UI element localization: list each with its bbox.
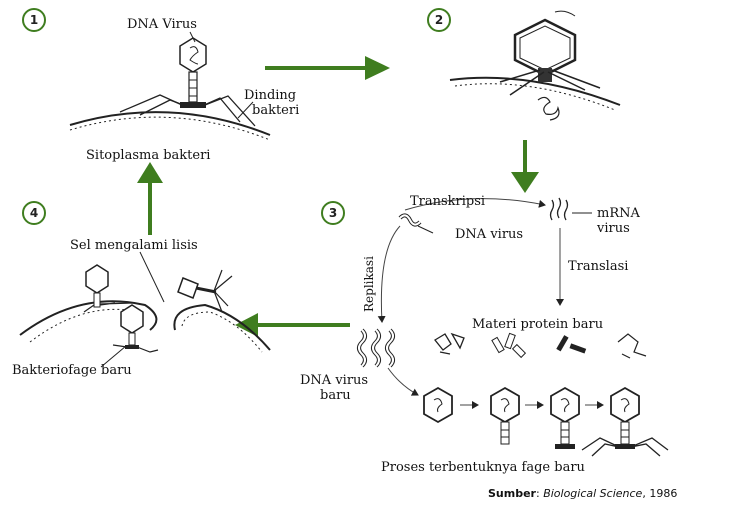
label-mrna: mRNA <box>597 206 640 221</box>
source-label: Sumber <box>488 487 536 500</box>
step-4-marker: 4 <box>22 201 46 225</box>
panel-4-lysis <box>19 251 271 368</box>
new-dna-strands <box>357 328 395 368</box>
lysed-cell-left <box>19 300 158 336</box>
lysed-cell-right <box>173 303 271 351</box>
arrow-2-to-3 <box>511 140 539 193</box>
label-translasi: Translasi <box>568 259 629 274</box>
source-credit: Sumber: Biological Science, 1986 <box>488 487 678 500</box>
phage-tail-1 <box>188 71 198 103</box>
arrow-4-to-1 <box>137 162 163 235</box>
label-bakteri: bakteri <box>252 103 300 118</box>
injected-dna <box>537 96 560 121</box>
label-replikasi: Replikasi <box>362 256 376 312</box>
arrow-1-to-2 <box>265 56 390 80</box>
assembly-sequence <box>423 386 669 457</box>
panel-1-attachment <box>69 31 271 141</box>
arrow-3-to-4 <box>235 313 350 337</box>
label-dna-virus-mid: DNA virus <box>455 227 524 242</box>
label-mrna-virus: virus <box>597 221 630 236</box>
step-2-marker: 2 <box>427 8 451 32</box>
label-sel-lisis: Sel mengalami lisis <box>70 238 198 253</box>
phage-head-2 <box>513 18 577 77</box>
step-3-marker: 3 <box>321 201 345 225</box>
step-1-marker: 1 <box>22 8 46 32</box>
source-title: Biological Science <box>543 487 643 500</box>
label-dna-virus-baru-2: baru <box>320 388 351 403</box>
label-bakteriofage: Bakteriofage baru <box>12 363 132 378</box>
source-year: , 1986 <box>642 487 678 500</box>
mrna-strands <box>549 197 569 221</box>
label-dna-virus-top: DNA Virus <box>127 17 197 32</box>
bacterial-wall-2 <box>449 76 621 106</box>
panel-3-synthesis <box>357 197 669 457</box>
panel-2-injection <box>449 10 621 121</box>
label-dinding: Dinding <box>244 88 297 103</box>
label-dna-virus-baru-1: DNA virus <box>300 373 369 388</box>
bacterial-wall-1 <box>69 111 271 136</box>
transkripsi-arrow <box>404 198 546 211</box>
label-transkripsi: Transkripsi <box>410 194 486 209</box>
replikasi-arrow <box>377 225 401 323</box>
label-materi-protein: Materi protein baru <box>472 317 604 332</box>
protein-parts <box>434 332 647 359</box>
label-proses: Proses terbentuknya fage baru <box>381 460 585 475</box>
label-sitoplasma: Sitoplasma bakteri <box>86 148 211 163</box>
phage-head-1 <box>179 37 207 73</box>
